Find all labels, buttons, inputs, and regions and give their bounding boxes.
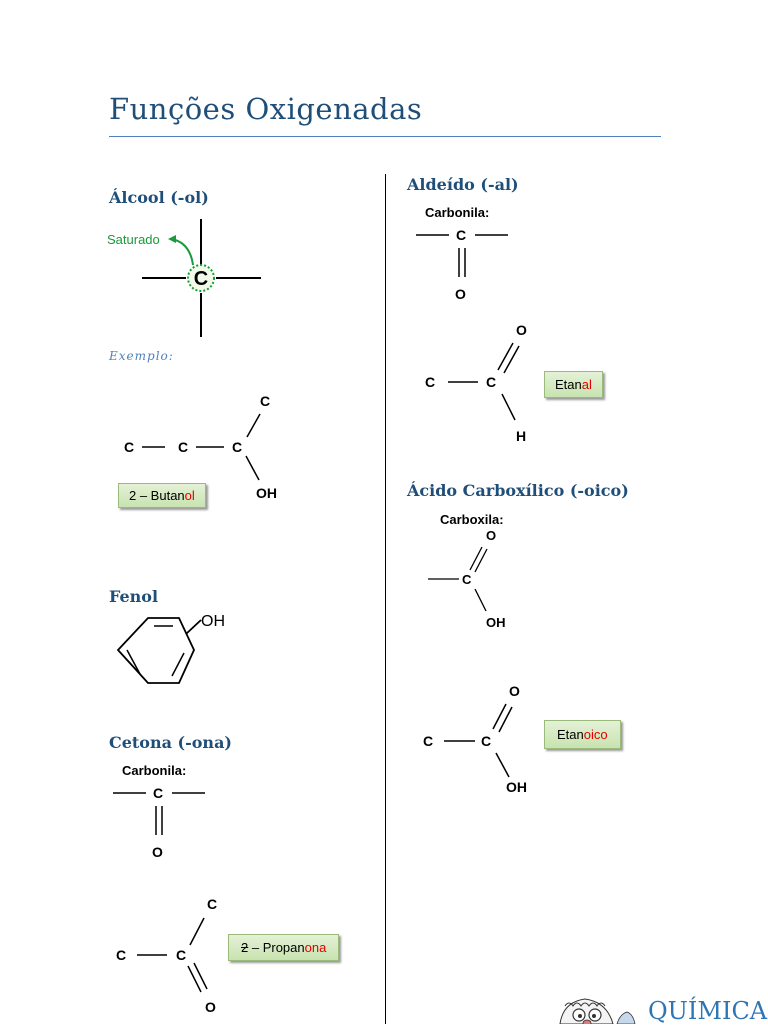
page-title: Funções Oxigenadas (109, 92, 423, 126)
fenol-heading: Fenol (109, 587, 159, 606)
svg-text:C: C (462, 572, 472, 587)
propanona-label: 2 – Propanona (228, 934, 340, 961)
svg-text:C: C (456, 227, 466, 243)
svg-text:Carbonila:: Carbonila: (122, 763, 186, 778)
alcool-carbon: C (194, 268, 208, 290)
svg-text:C: C (176, 947, 186, 963)
butanol-label: 2 – Butanol (118, 483, 206, 508)
propanona-structure: C C C O (116, 896, 217, 1015)
svg-text:H: H (516, 428, 526, 444)
exemplo-label: Exemplo: (109, 349, 174, 363)
fenol-structure: OH (116, 613, 225, 684)
svg-text:C: C (232, 439, 242, 455)
svg-text:C: C (260, 393, 270, 409)
cetona-heading: Cetona (-ona) (109, 733, 232, 752)
logo-text: QUÍMICA (648, 997, 768, 1025)
svg-text:OH: OH (506, 779, 527, 795)
svg-text:O: O (152, 844, 163, 860)
svg-text:Carbonila:: Carbonila: (425, 205, 489, 220)
saturado-label: Saturado (107, 232, 160, 247)
alcool-heading: Álcool (-ol) (109, 188, 209, 207)
aldeido-carbonila-structure: Carbonila: C O (416, 205, 508, 302)
column-divider (385, 174, 386, 1024)
svg-text:O: O (516, 322, 527, 338)
aldeido-heading: Aldeído (-al) (407, 175, 519, 194)
title-underline (109, 136, 661, 137)
etanal-label: Etanal (544, 371, 603, 398)
svg-text:C: C (153, 785, 163, 801)
svg-text:C: C (178, 439, 188, 455)
etanoico-label: Etanoico (544, 720, 621, 749)
svg-text:OH: OH (256, 485, 277, 501)
svg-text:C: C (207, 896, 217, 912)
svg-text:Carboxila:: Carboxila: (440, 512, 504, 527)
cetona-carbonila-structure: Carbonila: C O (113, 763, 205, 860)
fenol-oh: OH (201, 613, 225, 630)
svg-text:C: C (425, 374, 435, 390)
scientist-cartoon-icon (559, 998, 636, 1024)
svg-text:O: O (509, 683, 520, 699)
svg-text:O: O (486, 528, 496, 543)
acido-heading: Ácido Carboxílico (-oico) (407, 481, 629, 500)
alcool-structure: C Saturado (107, 219, 261, 337)
svg-text:C: C (481, 733, 491, 749)
svg-text:C: C (124, 439, 134, 455)
svg-text:C: C (486, 374, 496, 390)
svg-text:C: C (116, 947, 126, 963)
etanoico-structure: C C O OH (423, 683, 527, 795)
svg-text:C: C (423, 733, 433, 749)
butanol-structure: C C C C OH (124, 393, 277, 501)
svg-text:OH: OH (486, 615, 506, 630)
carboxila-structure: Carboxila: O C OH (428, 512, 506, 630)
quimica-logo (559, 998, 636, 1024)
svg-text:O: O (205, 999, 216, 1015)
svg-text:O: O (455, 286, 466, 302)
etanal-structure: C C O H (425, 322, 527, 444)
